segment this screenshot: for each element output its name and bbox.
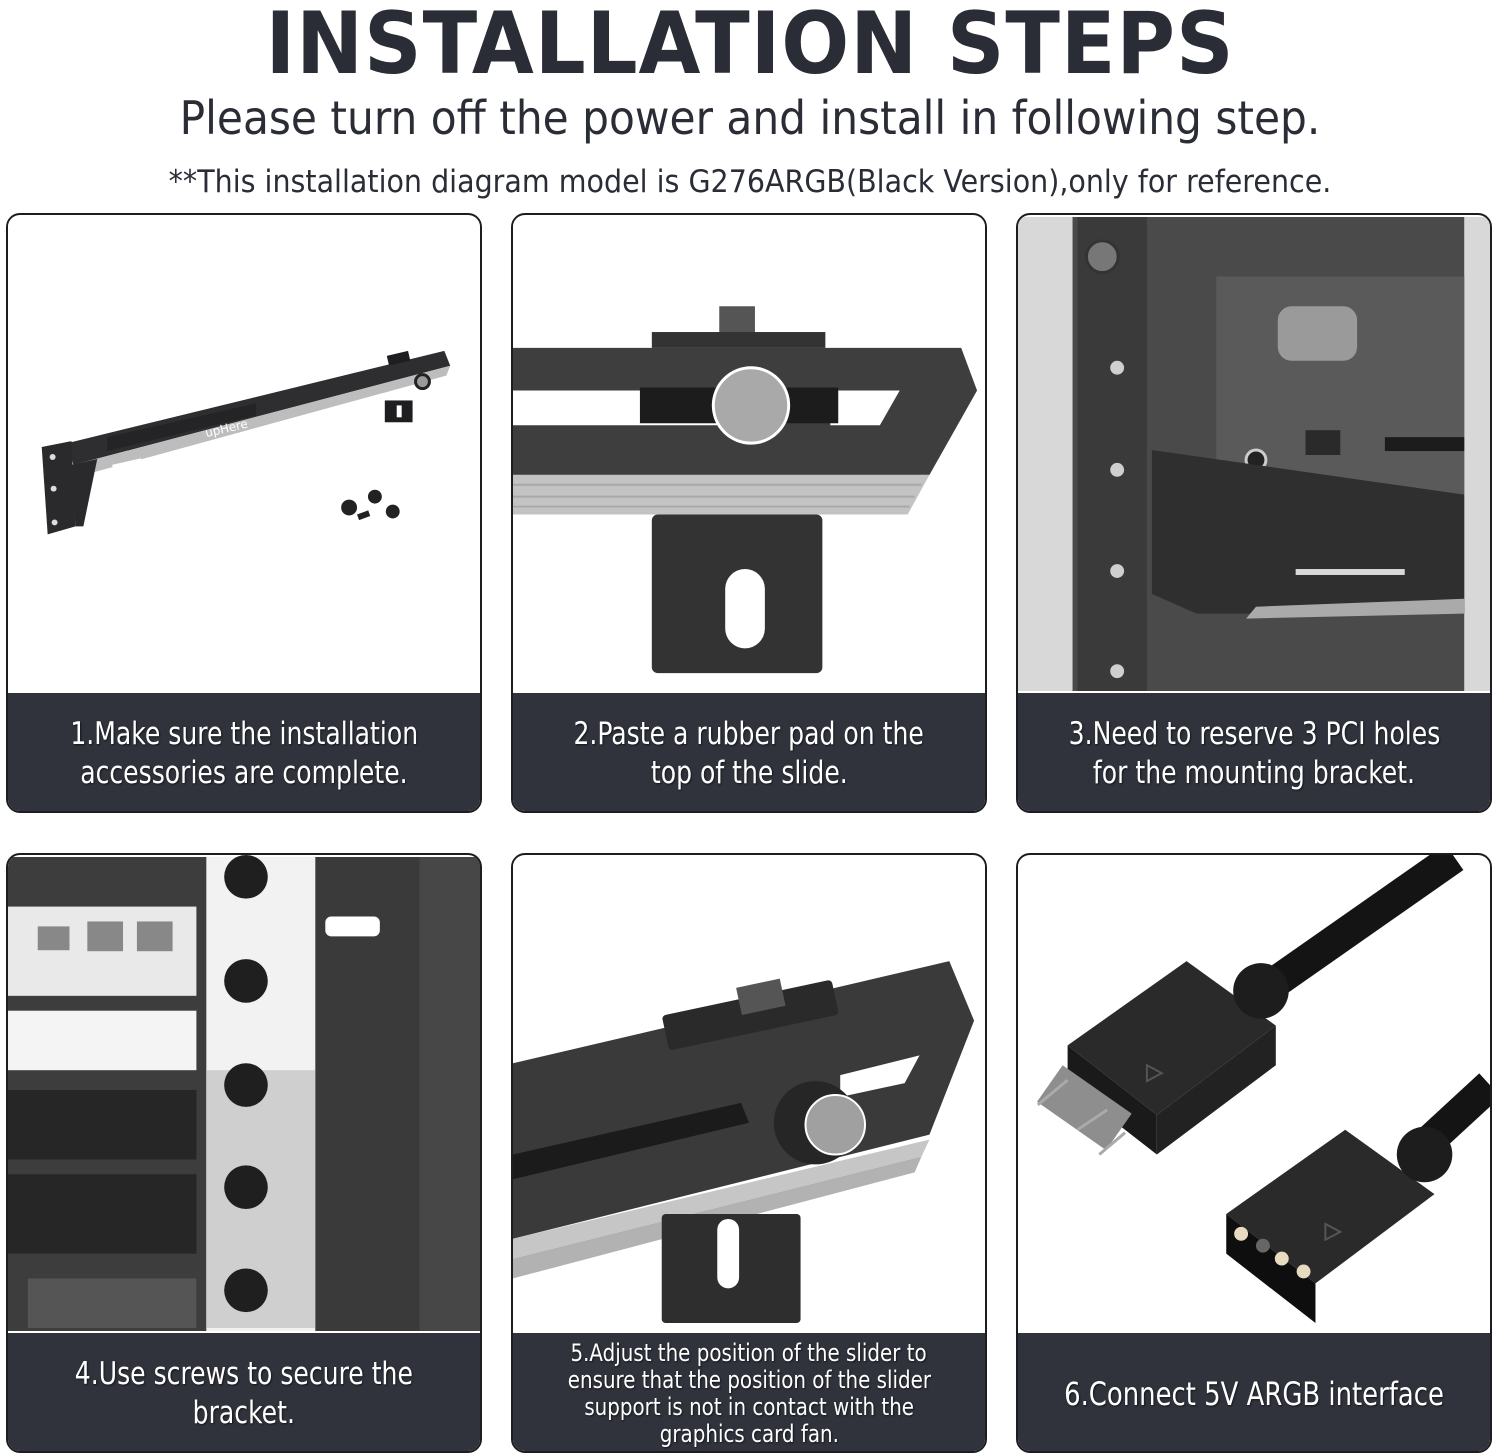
argb-connectors-image <box>1018 855 1490 1333</box>
pc-case-icon <box>1018 217 1490 691</box>
pc-case-pci-slots-image <box>1018 215 1490 693</box>
step-caption-3: 3.Need to reserve 3 PCI holes for the mo… <box>1018 693 1490 811</box>
step-card-1: upHere 1.Make sure the installation acce… <box>6 213 482 813</box>
step-card-6: 6.Connect 5V ARGB interface <box>1016 853 1492 1453</box>
step-caption-1: 1.Make sure the installation accessories… <box>8 693 480 811</box>
slider-knob-icon <box>513 857 985 1331</box>
step-caption-5: 5.Adjust the position of the slider to e… <box>513 1333 985 1451</box>
slider-closeup-angled-image <box>513 855 985 1333</box>
step-card-3: 3.Need to reserve 3 PCI holes for the mo… <box>1016 213 1492 813</box>
reference-note: **This installation diagram model is G27… <box>168 164 1332 200</box>
step-card-4: 4.Use screws to secure the bracket. <box>6 853 482 1453</box>
argb-connector-icon <box>1018 855 1490 1331</box>
page-subtitle: Please turn off the power and install in… <box>179 91 1321 145</box>
step-card-5: 5.Adjust the position of the slider to e… <box>511 853 987 1453</box>
step-card-2: 2.Paste a rubber pad on the top of the s… <box>511 213 987 813</box>
bracket-and-screws-image: upHere <box>8 215 480 693</box>
page-title: INSTALLATION STEPS <box>265 0 1235 94</box>
step-caption-6: 6.Connect 5V ARGB interface <box>1018 1333 1490 1451</box>
case-screws-icon <box>8 855 480 1331</box>
bracket-icon: upHere <box>8 217 480 691</box>
slider-icon <box>513 217 985 691</box>
step-caption-2: 2.Paste a rubber pad on the top of the s… <box>513 693 985 811</box>
slider-closeup-front-image <box>513 215 985 693</box>
bracket-screwed-to-case-image <box>8 855 480 1333</box>
step-caption-4: 4.Use screws to secure the bracket. <box>8 1333 480 1451</box>
